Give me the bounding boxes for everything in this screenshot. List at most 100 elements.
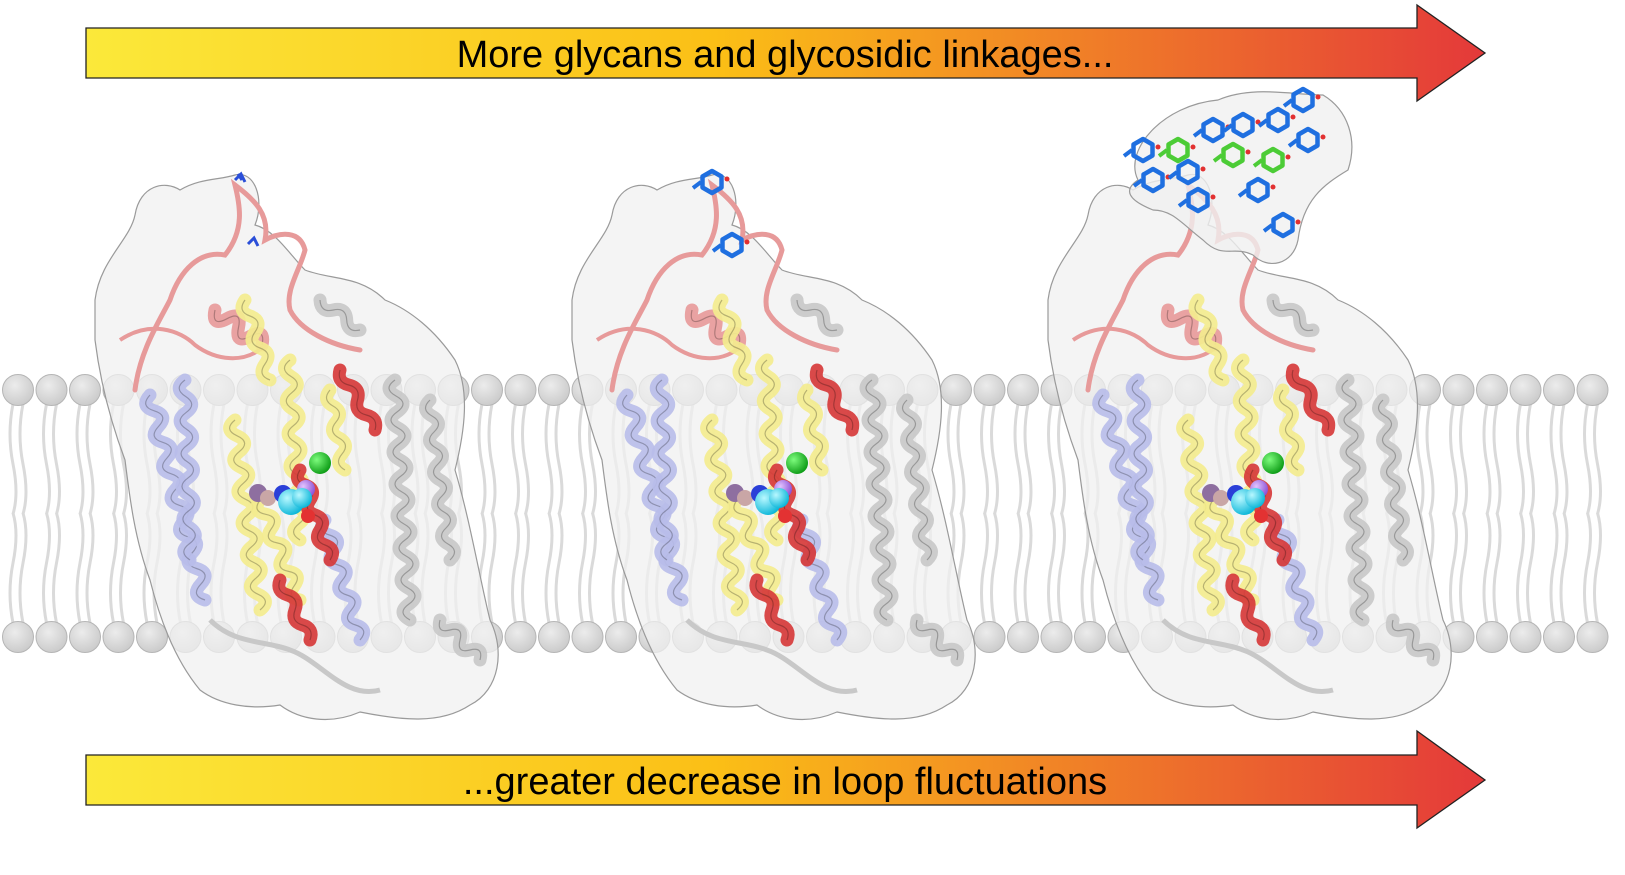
lipid-tail xyxy=(1492,403,1502,515)
lipid-tail xyxy=(1057,512,1066,624)
ligand-oxygen xyxy=(1254,509,1268,523)
glycan-ring-bond xyxy=(1222,123,1234,133)
helix-gray xyxy=(859,373,899,627)
helix-yellow-edge xyxy=(229,419,266,611)
helix-yellow xyxy=(1203,493,1260,607)
lipid-tail xyxy=(52,403,61,515)
lipid-tail xyxy=(578,403,587,515)
helix-blue-edge xyxy=(797,519,842,641)
helix-gray-edge xyxy=(1272,299,1314,332)
ligand-molecule xyxy=(769,488,789,508)
helix-gray-edge xyxy=(319,299,361,332)
lipid-tail xyxy=(1482,403,1492,515)
glycan-ring-bond xyxy=(1282,98,1294,108)
lipid-tail xyxy=(1526,403,1535,515)
lipid-tail xyxy=(1549,403,1559,515)
helix-gray xyxy=(419,393,461,567)
helix-yellow-edge xyxy=(1278,389,1300,471)
glycan-ring-oxygen xyxy=(1155,144,1161,150)
lipid-head xyxy=(1476,621,1508,653)
glycan-ring-oxygen xyxy=(1295,219,1301,225)
lipid-tail xyxy=(1459,403,1468,515)
lipid-tail xyxy=(18,403,28,515)
lipid-tail xyxy=(487,512,497,624)
glycan-ring xyxy=(1261,146,1285,174)
glycan-ring-oxygen xyxy=(1320,134,1326,140)
glycan-ring xyxy=(1231,111,1255,139)
lipid-tail xyxy=(1425,403,1435,515)
helix-blue xyxy=(1092,388,1165,607)
lipid-head xyxy=(1543,374,1575,406)
lipid-tail xyxy=(544,403,554,515)
helix-yellow-edge xyxy=(718,299,748,381)
helix-yellow-edge xyxy=(256,499,301,601)
glycan-ring xyxy=(1271,211,1295,239)
lipid-tail xyxy=(85,512,95,624)
glycan-ring xyxy=(1176,158,1200,186)
helix-yellow xyxy=(250,493,307,607)
glycan-ring-bond xyxy=(1237,188,1249,198)
lipid-tail xyxy=(52,512,61,624)
lipid-tail xyxy=(1013,512,1023,624)
protein-panels xyxy=(94,86,1452,721)
glycosylation-site xyxy=(246,235,260,247)
helix-gray xyxy=(909,613,965,667)
lipid-head xyxy=(102,621,135,653)
lipid-head xyxy=(538,621,570,653)
bottom-arrow-label: ...greater decrease in loop fluctuations xyxy=(463,761,1107,803)
helix-red xyxy=(272,573,318,647)
glycosylation-site xyxy=(233,171,247,183)
helix-gray xyxy=(1335,373,1375,627)
helix-gray-edge xyxy=(915,619,959,661)
helix-red-edge xyxy=(815,369,854,431)
lipid-tail xyxy=(75,403,85,515)
helix-gray xyxy=(1372,393,1414,567)
lipid-tail xyxy=(1023,512,1033,624)
helix-gray-edge xyxy=(1341,379,1369,621)
lipid-tail xyxy=(521,512,530,624)
lipid-head xyxy=(1040,621,1073,653)
helix-red xyxy=(749,573,795,647)
helix-red-edge xyxy=(1291,369,1330,431)
helix-gray-edge xyxy=(1377,399,1409,561)
helix-blue-edge xyxy=(1098,394,1159,601)
lipid-tail xyxy=(1516,512,1525,624)
lipid-head xyxy=(1543,621,1575,653)
glycan-ring xyxy=(1291,86,1315,114)
glycan-ring xyxy=(1266,106,1290,134)
glycan-ring-bond xyxy=(1252,158,1264,168)
glycan-ring xyxy=(1141,166,1165,194)
lipid-tail xyxy=(42,403,51,515)
glycan-ring-oxygen xyxy=(1210,194,1216,200)
lipid-head xyxy=(940,374,972,406)
helix-blue xyxy=(314,513,371,647)
lipid-tail xyxy=(42,512,51,624)
helix-gray xyxy=(382,373,422,627)
glycan-ring-oxygen xyxy=(744,239,750,245)
helix-yellow xyxy=(727,493,784,607)
glycan-ring-bond xyxy=(1132,178,1144,188)
lipid-tail xyxy=(1047,512,1056,624)
lipid-tail xyxy=(477,403,487,515)
helix-yellow xyxy=(712,293,754,387)
lipid-tail xyxy=(578,512,587,624)
helix-gray-edge xyxy=(424,399,456,561)
helix-yellow-edge xyxy=(706,419,743,611)
lipid-tail xyxy=(1080,512,1090,624)
lipid-tail xyxy=(946,403,956,515)
helix-red xyxy=(1225,573,1271,647)
helix-yellow-edge xyxy=(1182,419,1219,611)
lipid-tail xyxy=(8,512,18,624)
lipid-tail xyxy=(109,403,118,515)
lipid-head xyxy=(1007,621,1039,653)
helix-gray-edge xyxy=(388,379,416,621)
helix-yellow xyxy=(797,383,829,477)
loop-ribbon xyxy=(1071,326,1220,361)
chloride-ion xyxy=(786,452,808,474)
lipid-head xyxy=(571,621,604,653)
lipid-head xyxy=(1074,621,1106,653)
helix-gray xyxy=(896,393,938,567)
bottom-arrow-shape xyxy=(85,729,1487,830)
glycan-ring-oxygen xyxy=(1290,114,1296,120)
